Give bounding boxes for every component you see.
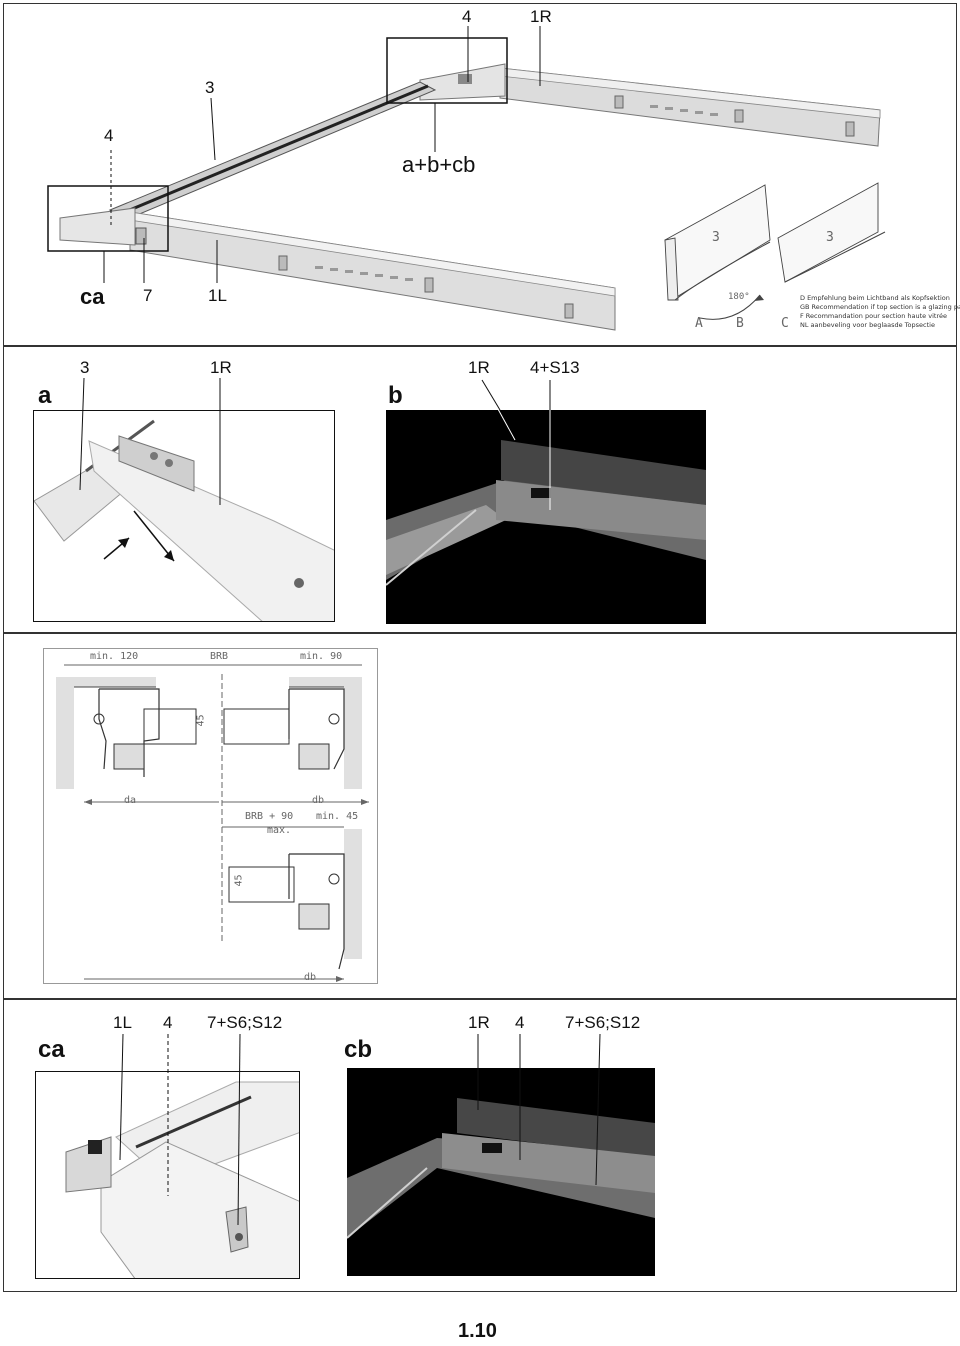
- overview-section: [3, 3, 957, 346]
- dim-da: da: [124, 795, 137, 806]
- detail-cb-letter: cb: [344, 1036, 373, 1063]
- dim-min-90: min. 90: [300, 651, 343, 662]
- rail-assembly-illustration: [47, 26, 886, 331]
- detail-a-leaders: [79, 377, 221, 505]
- dim-db-bottom: db: [304, 972, 317, 983]
- detail-cb-photo: [347, 1068, 655, 1276]
- panel-label-3b: 3: [826, 230, 834, 245]
- panel-label-c: C: [781, 316, 789, 331]
- dim-min-120: min. 120: [90, 651, 139, 662]
- recommendation-gb: GB Recommendation if top section is a gl…: [800, 303, 960, 311]
- label-ca: ca: [80, 284, 105, 309]
- recommendation-list: D Empfehlung beim Lichtband als Kopfsekt…: [800, 294, 960, 330]
- panel-label-b: B: [736, 316, 744, 331]
- detail-cb-label-7-s6-s12: 7+S6;S12: [565, 1013, 641, 1032]
- label-7: 7: [143, 286, 153, 305]
- detail-b-label-1r: 1R: [468, 358, 490, 377]
- page-number: 1.10: [458, 1320, 497, 1342]
- recommendation-d: D Empfehlung beim Lichtband als Kopfsekt…: [800, 294, 950, 302]
- detail-ca-label-1l: 1L: [113, 1013, 132, 1032]
- dim-min-45: min. 45: [316, 811, 359, 822]
- dim-max: max.: [267, 825, 292, 836]
- label-3: 3: [205, 78, 215, 97]
- label-4-left: 4: [104, 126, 114, 145]
- detail-b-leaders: [481, 379, 551, 411]
- label-4-top: 4: [462, 7, 472, 26]
- technical-drawing: [43, 648, 378, 984]
- dim-brb: BRB: [210, 651, 229, 662]
- detail-ca-label-4: 4: [163, 1013, 173, 1032]
- dim-db-middle: db: [312, 795, 325, 806]
- detail-b-letter: b: [388, 382, 403, 409]
- detail-ca-letter: ca: [38, 1036, 65, 1063]
- detail-b-photo: [386, 410, 706, 624]
- rotation-label: 180°: [728, 292, 750, 302]
- detail-cb-label-1r: 1R: [468, 1013, 490, 1032]
- detail-cb-label-4: 4: [515, 1013, 525, 1032]
- technical-drawing-section: [3, 633, 957, 999]
- panel-label-3a: 3: [712, 230, 720, 245]
- label-a-b-cb: a+b+cb: [402, 152, 476, 177]
- detail-a-photo: [33, 410, 335, 622]
- detail-a-label-1r: 1R: [210, 358, 232, 377]
- label-1r-top: 1R: [530, 7, 552, 26]
- detail-b-label-4-s13: 4+S13: [530, 358, 580, 377]
- panel-label-a: A: [695, 316, 703, 331]
- recommendation-f: F Recommandation pour section haute vitr…: [800, 312, 947, 320]
- detail-a-label-3: 3: [80, 358, 90, 377]
- label-1l: 1L: [208, 286, 227, 305]
- recommendation-nl: NL aanbeveling voor beglaasde Topsectie: [800, 321, 935, 329]
- detail-a-letter: a: [38, 382, 52, 409]
- dim-brb-90: BRB + 90: [245, 811, 294, 822]
- detail-a-b-section: [3, 346, 957, 633]
- detail-ca-cb-section: [3, 999, 957, 1292]
- detail-ca-label-7-s6-s12: 7+S6;S12: [207, 1013, 283, 1032]
